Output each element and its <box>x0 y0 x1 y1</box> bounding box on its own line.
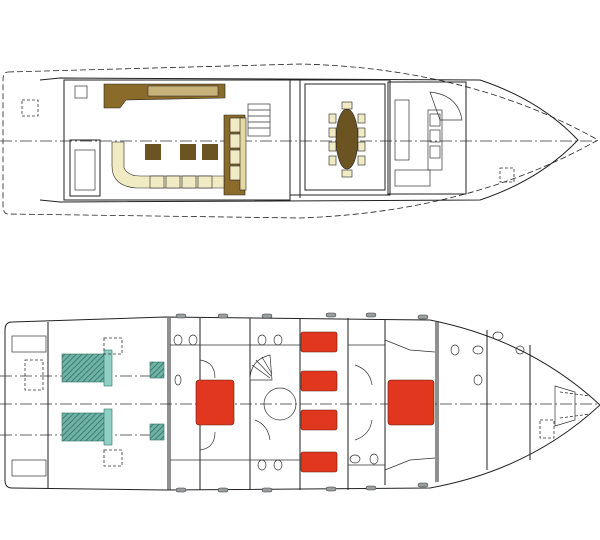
dining-table <box>335 108 359 170</box>
aft-deck-table <box>74 85 88 99</box>
spiral-staircase <box>249 354 297 421</box>
engine-port <box>61 349 113 387</box>
lower-deck-plan <box>0 312 600 493</box>
beds <box>195 331 435 473</box>
aft-deck-furniture <box>21 99 515 183</box>
bow-lines <box>559 391 591 419</box>
door-swings <box>199 359 373 451</box>
bed-guest-1 <box>300 331 338 353</box>
anchor-locker <box>554 385 576 427</box>
engine-starboard <box>61 408 113 446</box>
upper-stairs <box>247 91 463 137</box>
bed-vip <box>387 379 435 426</box>
generators <box>149 361 165 441</box>
forward-settee <box>394 99 443 187</box>
engine-room-hatches <box>24 337 555 467</box>
upper-hull-outline <box>2 63 599 219</box>
bar-top <box>147 85 219 97</box>
bulkheads <box>47 318 531 490</box>
coffee-tables <box>145 144 218 160</box>
upper-superstructure <box>63 79 467 201</box>
bathroom-fixtures <box>173 331 525 471</box>
portholes <box>175 312 429 493</box>
bed-aft-master <box>195 379 235 426</box>
upper-hull-inner <box>39 77 579 203</box>
dining-chairs <box>328 101 366 178</box>
stern-lockers <box>11 335 47 477</box>
bed-guest-4 <box>300 451 338 473</box>
bed-guest-2 <box>300 370 338 392</box>
upper-deck-plan <box>0 63 600 219</box>
bed-guest-3 <box>300 409 338 431</box>
saloon-sofa <box>111 117 247 191</box>
